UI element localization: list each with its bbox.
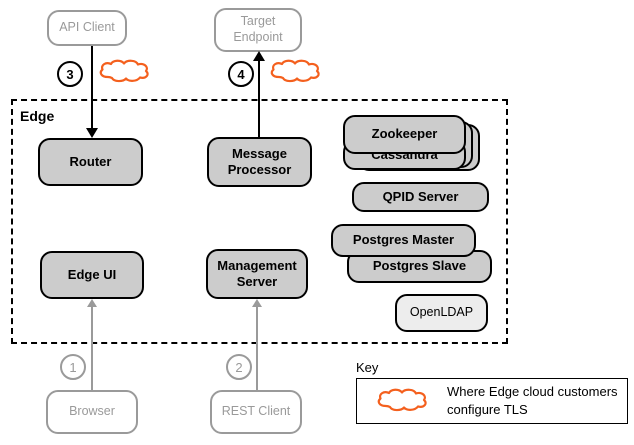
key-description: Where Edge cloud customers configure TLS [447, 383, 618, 418]
node-message-processor[interactable]: Message Processor [207, 137, 312, 187]
node-browser-label: Browser [69, 404, 115, 419]
node-postgres-slave-label: Postgres Slave [372, 258, 467, 274]
node-qpid-server[interactable]: QPID Server [352, 182, 489, 212]
node-message-processor-label-line2: Processor [227, 162, 292, 177]
step-marker-2: 2 [226, 354, 252, 380]
step-marker-3: 3 [57, 61, 83, 87]
key-description-line2: configure TLS [447, 402, 528, 417]
step-marker-4-number: 4 [237, 66, 245, 82]
connector-browser-to-edge-ui [91, 307, 93, 405]
arrowhead-router-inbound [86, 128, 98, 138]
node-postgres-master[interactable]: Postgres Master [331, 224, 476, 257]
node-router[interactable]: Router [38, 138, 143, 186]
node-target-endpoint[interactable]: Target Endpoint [214, 8, 302, 52]
connector-api-client-to-router [91, 46, 93, 132]
step-marker-1-number: 1 [69, 359, 77, 375]
node-router-label: Router [69, 153, 112, 169]
arrowhead-edge-ui-inbound [87, 299, 97, 307]
node-management-server-label-line1: Management [217, 257, 297, 273]
arrowhead-management-server-inbound [252, 299, 262, 307]
key-description-line1: Where Edge cloud customers [447, 384, 618, 400]
node-qpid-server-label: QPID Server [382, 188, 459, 204]
node-rest-client-label: REST Client [221, 404, 291, 419]
step-marker-3-number: 3 [66, 66, 74, 82]
node-browser[interactable]: Browser [46, 390, 138, 434]
step-marker-1: 1 [60, 354, 86, 380]
node-postgres-master-label: Postgres Master [352, 232, 455, 248]
node-edge-ui-label: Edge UI [67, 266, 117, 282]
node-zookeeper[interactable]: Zookeeper [343, 115, 466, 154]
node-target-endpoint-label-line1: Target [240, 14, 276, 29]
node-management-server[interactable]: Management Server [206, 249, 308, 299]
edge-container [11, 99, 508, 344]
key-legend-box: Where Edge cloud customers configure TLS [356, 378, 628, 424]
cloud-icon-legend [375, 388, 429, 414]
node-edge-ui[interactable]: Edge UI [40, 251, 144, 299]
edge-container-label: Edge [20, 108, 55, 124]
step-marker-2-number: 2 [235, 359, 243, 375]
node-message-processor-label-line1: Message [232, 145, 287, 161]
node-rest-client[interactable]: REST Client [210, 390, 302, 434]
step-marker-4: 4 [228, 61, 254, 87]
key-title: Key [356, 360, 379, 375]
node-api-client-label: API Client [59, 20, 115, 35]
node-openldap-label: OpenLDAP [409, 305, 474, 320]
cloud-icon-step-3 [97, 59, 151, 85]
node-api-client[interactable]: API Client [47, 10, 127, 46]
connector-rest-client-to-management-server [256, 307, 258, 405]
node-openldap[interactable]: OpenLDAP [395, 294, 488, 332]
node-zookeeper-label: Zookeeper [371, 126, 438, 142]
cloud-icon-step-4 [268, 59, 322, 85]
arrowhead-target-endpoint-inbound [253, 51, 265, 61]
node-management-server-label-line2: Server [236, 274, 278, 289]
node-target-endpoint-label-line2: Endpoint [233, 30, 283, 44]
